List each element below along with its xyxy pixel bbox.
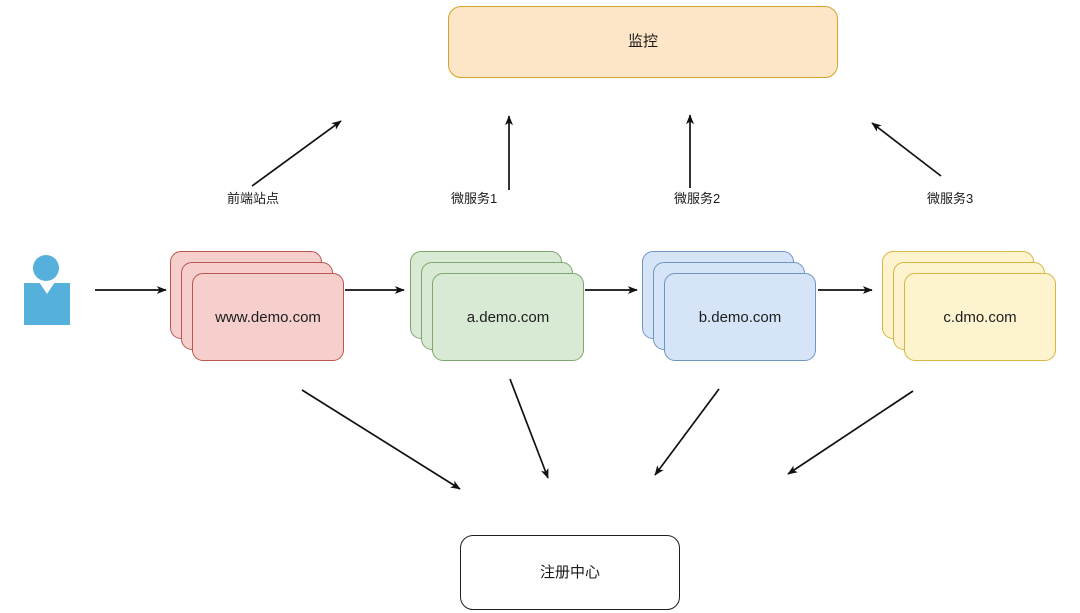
edge-label-service-1: 微服务1 (451, 191, 498, 206)
node-monitor[interactable]: 监控 (448, 6, 838, 78)
node-service-a-stack[interactable]: a.demo.com a.demo.com a.demo.com (410, 251, 584, 361)
node-service-b-card-front[interactable]: b.demo.com (664, 273, 816, 361)
edge-label-service-3: 微服务3 (927, 191, 974, 206)
edge-label-frontend: 前端站点 (227, 191, 280, 206)
node-monitor-label: 监控 (627, 33, 658, 50)
edge-frontend-to-registry (301, 389, 461, 490)
node-frontend-stack[interactable]: www.demo.com www.demo.com www.demo.com (170, 251, 344, 361)
node-service-b-stack[interactable]: b.demo.com b.demo.com b.demo.com (642, 251, 816, 361)
node-service-c-stack[interactable]: c.dmo.com c.dmo.com c.dmo.com (882, 251, 1056, 361)
node-registry[interactable]: 注册中心 (460, 535, 680, 610)
node-registry-label: 注册中心 (539, 563, 600, 581)
node-frontend-card-front[interactable]: www.demo.com (192, 273, 344, 361)
edge-frontend-to-monitor (251, 120, 342, 187)
node-service-a-card-front[interactable]: a.demo.com (432, 273, 584, 361)
edge-service-a-to-registry (509, 378, 549, 479)
edge-service-c-to-monitor (871, 122, 942, 177)
edge-service-b-to-registry (654, 388, 720, 476)
actor-body-icon (24, 283, 70, 325)
edge-service-c-to-registry (787, 390, 914, 475)
actor-head-icon (33, 255, 59, 281)
edge-label-service-2: 微服务2 (674, 191, 721, 206)
node-service-c-card-front[interactable]: c.dmo.com (904, 273, 1056, 361)
user-actor-icon (24, 255, 70, 325)
